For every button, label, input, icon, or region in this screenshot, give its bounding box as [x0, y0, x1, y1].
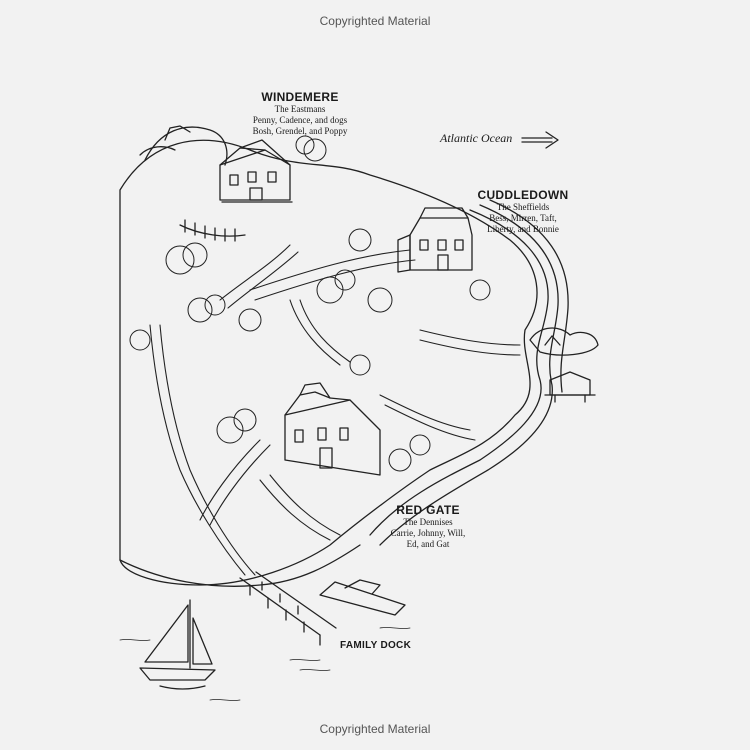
windemere-line2: Bosh, Grendel, and Poppy: [252, 125, 348, 136]
coastline-surf-1: [369, 209, 549, 536]
red-gate-family: The Dennises: [403, 517, 453, 528]
family-dock-label: FAMILY DOCK: [340, 640, 412, 651]
windemere-house: [219, 139, 293, 203]
motorboat: [319, 579, 406, 616]
boathouse: [544, 371, 596, 403]
fence-windemere: [179, 224, 246, 237]
cuddledown-family: The Sheffields: [496, 202, 550, 213]
path-east-loop: [289, 299, 341, 366]
rocky-headland: [144, 126, 228, 166]
red-gate-line1: Carrie, Johnny, Will,: [390, 528, 466, 539]
southern-shore: [119, 544, 361, 587]
windemere-label: WINDEMERE The Eastmans Penny, Cadence, a…: [240, 90, 360, 137]
coastline-surf-2: [379, 204, 559, 546]
windemere-line1: Penny, Cadence, and dogs: [252, 115, 348, 126]
ocean-label: Atlantic Ocean: [440, 131, 513, 145]
path-south: [259, 479, 331, 541]
coastline-surf-3: [489, 199, 569, 393]
cuddledown-line1: Bess, Mirren, Taft,: [489, 213, 557, 224]
path-to-windemere: [219, 244, 291, 301]
cuddledown-house: [397, 207, 473, 273]
windemere-family: The Eastmans: [274, 104, 326, 115]
path-to-cuddledown: [249, 249, 411, 291]
right-arrow-icon: [521, 131, 559, 149]
cuddledown-name: CUDDLEDOWN: [477, 188, 569, 202]
red-gate-name: RED GATE: [396, 503, 460, 517]
sailboat: [139, 599, 216, 690]
rocky-islet: [529, 327, 599, 356]
copyright-watermark-bottom: Copyrighted Material: [319, 722, 431, 736]
red-gate-line2: Ed, and Gat: [406, 538, 450, 549]
island-coastline: [119, 139, 538, 586]
red-gate-house: [284, 382, 381, 476]
copyright-watermark-top: Copyrighted Material: [319, 14, 431, 28]
path-redgate-east: [379, 394, 471, 431]
family-dock: [239, 571, 337, 646]
path-redgate-west: [199, 439, 261, 521]
windemere-name: WINDEMERE: [261, 90, 339, 104]
cuddledown-line2: Liberty, and Bonnie: [487, 223, 559, 234]
red-gate-label: RED GATE The Dennises Carrie, Johnny, Wi…: [378, 503, 478, 550]
path-to-boathouse: [419, 329, 521, 346]
path-west-spine: [149, 324, 246, 576]
cuddledown-label: CUDDLEDOWN The Sheffields Bess, Mirren, …: [468, 188, 578, 235]
